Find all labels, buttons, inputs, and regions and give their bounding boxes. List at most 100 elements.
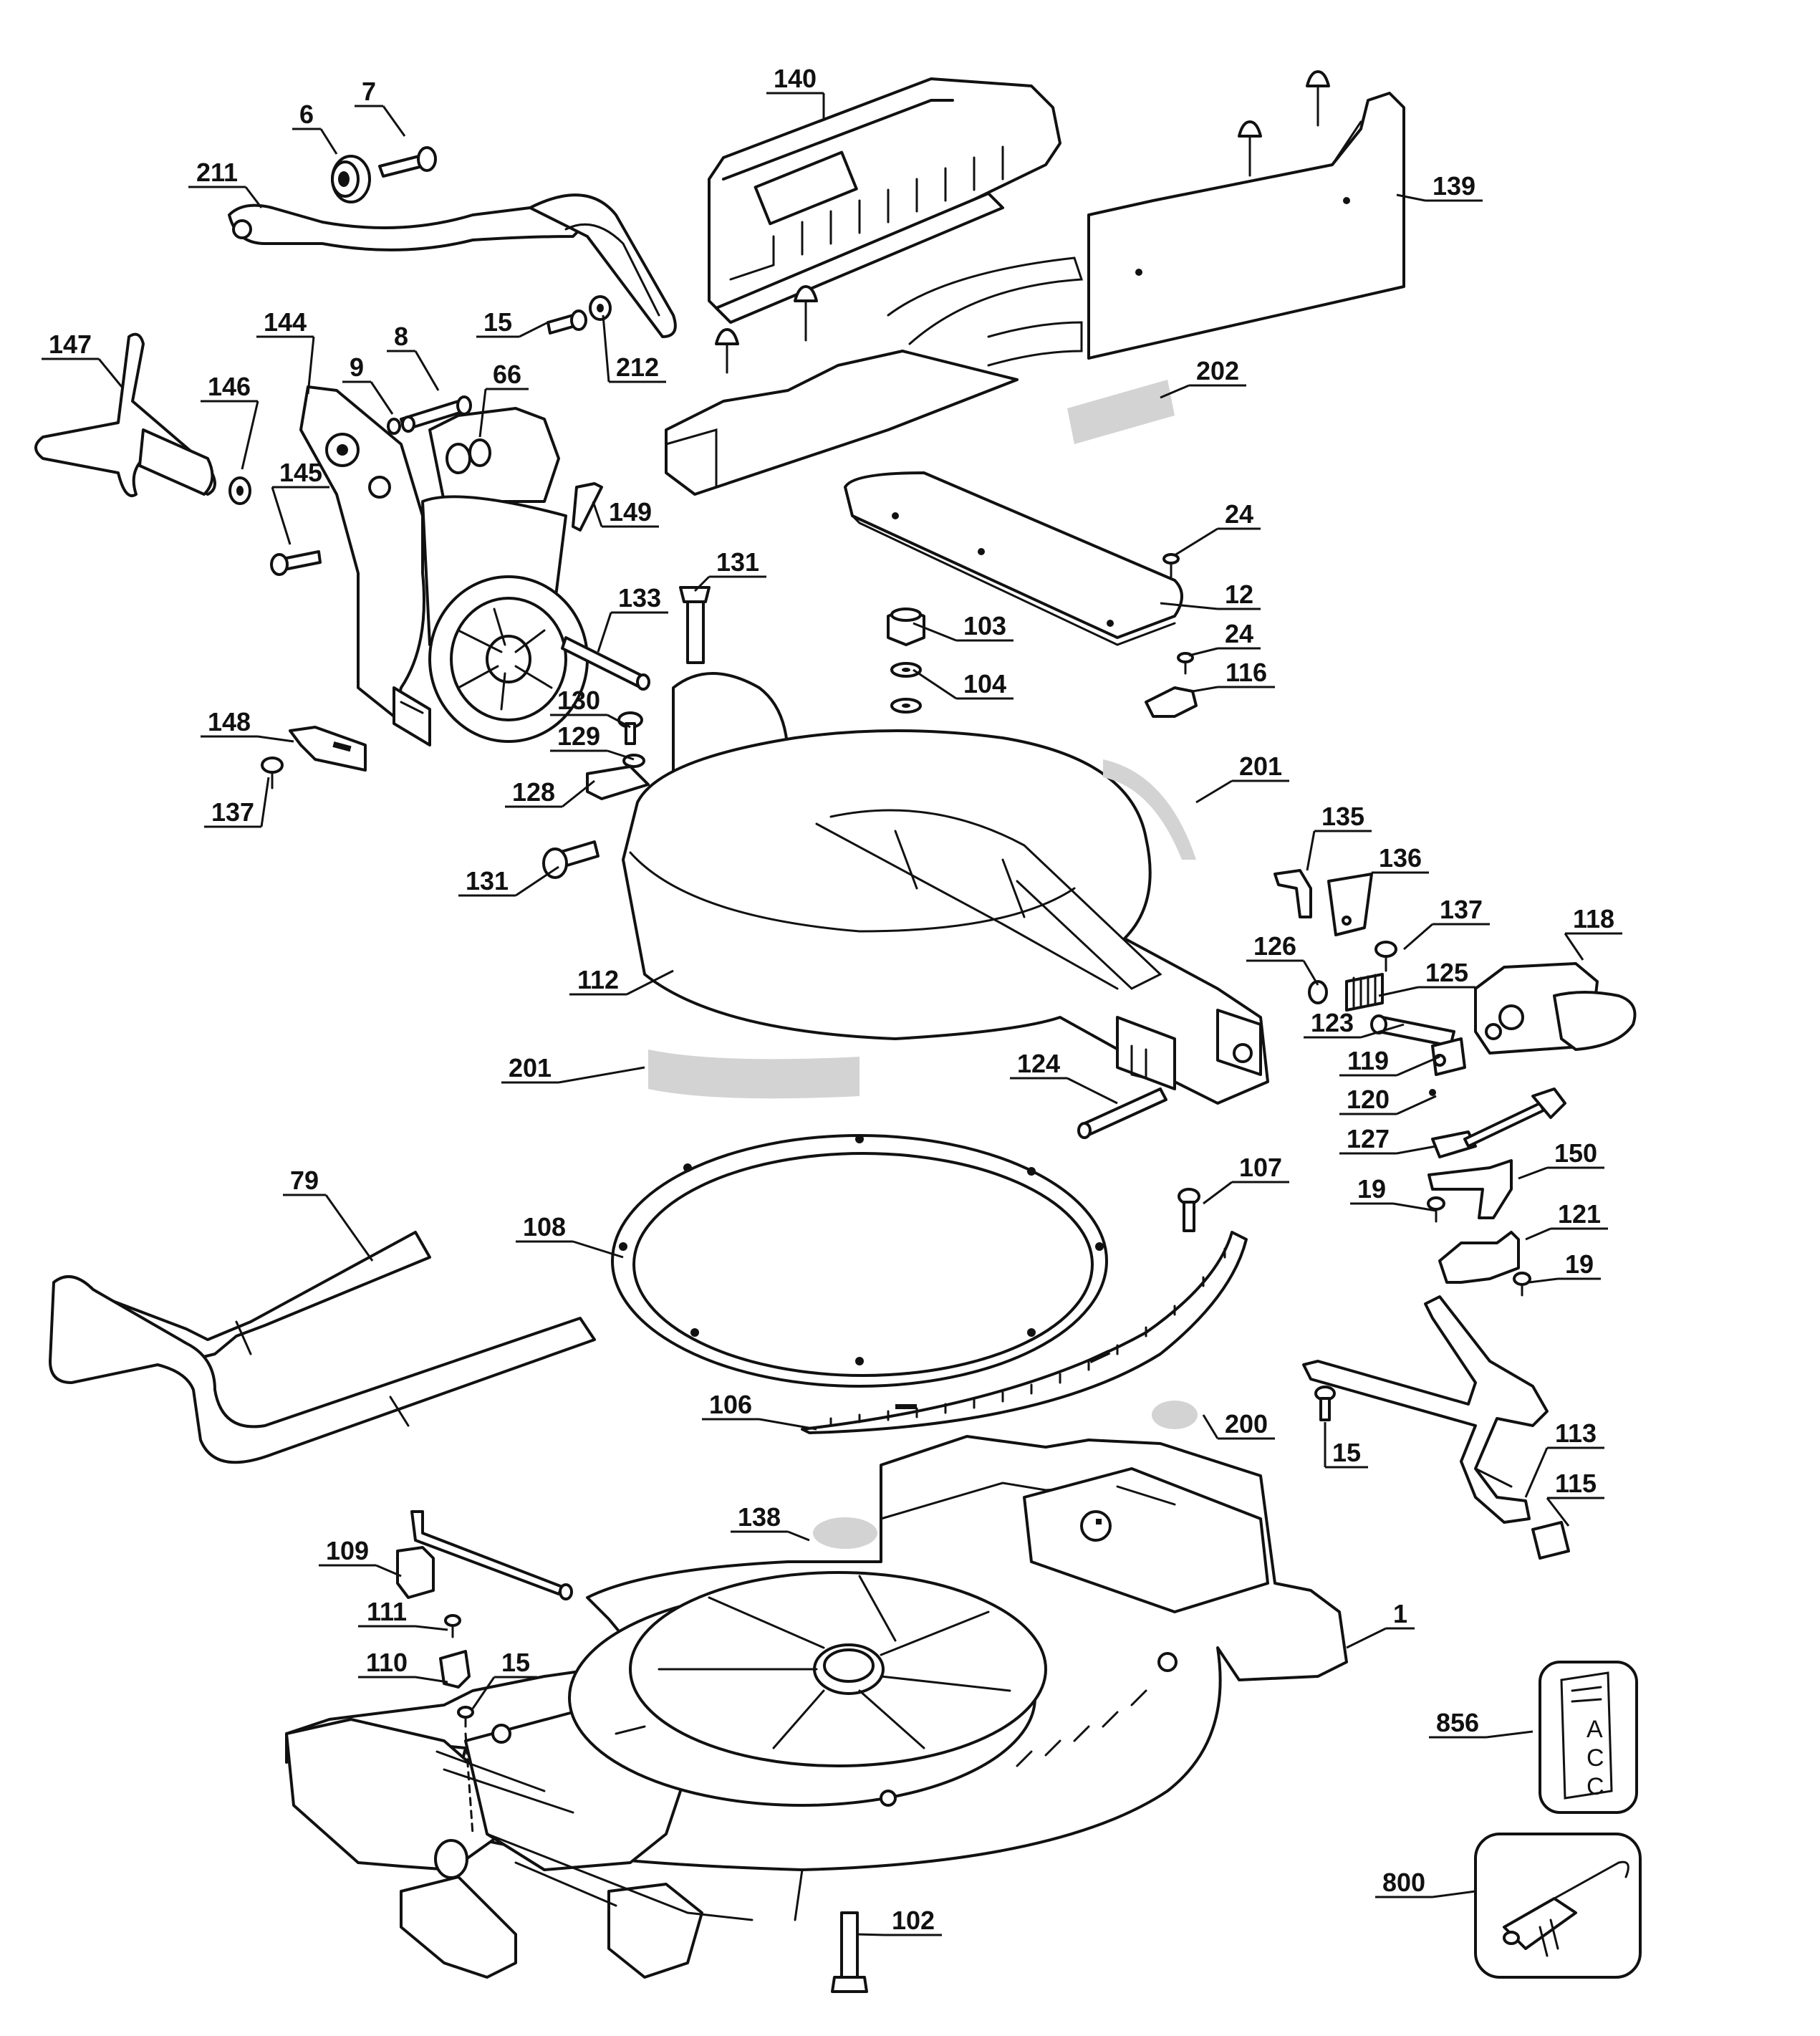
- part-number-label: 133: [618, 583, 661, 613]
- part-number-label: 24: [1225, 619, 1253, 648]
- part-125-spring: [1345, 973, 1384, 1012]
- callout-124-41: 124: [1010, 1049, 1118, 1105]
- part-19-screw-a: [1427, 1196, 1445, 1223]
- part-number-label: 145: [279, 458, 322, 487]
- callout-126-35: 126: [1246, 931, 1319, 986]
- callout-109-57: 109: [319, 1536, 402, 1578]
- part-number-label: 200: [1225, 1409, 1268, 1439]
- callout-115-55: 115: [1546, 1469, 1604, 1527]
- leader-line: [1396, 1095, 1437, 1115]
- part-number-label: 150: [1554, 1138, 1597, 1168]
- callout-121-49: 121: [1525, 1199, 1608, 1241]
- part-109-lock-rod: [396, 1510, 573, 1600]
- part-66-stop: [446, 438, 491, 474]
- callout-15-5: 15: [476, 307, 549, 338]
- leader-line: [597, 612, 612, 653]
- leader-line: [693, 575, 711, 592]
- callout-1-59: 1: [1346, 1599, 1415, 1649]
- leader-line: [1195, 779, 1233, 804]
- part-number-label: 103: [963, 611, 1006, 640]
- part-number-label: 104: [963, 669, 1006, 698]
- part-number-label: 15: [483, 307, 512, 337]
- leader-line: [1174, 527, 1218, 557]
- part-number-label: 128: [512, 777, 555, 807]
- leader-line: [607, 714, 631, 729]
- part-number-label: 124: [1017, 1049, 1060, 1078]
- part-144-pivot-arm: [299, 385, 589, 746]
- part-number-label: 201: [1239, 752, 1282, 781]
- part-number-label: 125: [1425, 958, 1468, 987]
- callout-119-39: 119: [1339, 1046, 1440, 1077]
- part-19-screw-b: [1513, 1272, 1531, 1297]
- part-number-label: 19: [1565, 1249, 1594, 1279]
- part-fence-base: [665, 256, 1084, 496]
- callout-136-32: 136: [1367, 843, 1429, 903]
- callout-145-14: 145: [271, 458, 329, 545]
- part-15-screw-lower: [457, 1706, 474, 1835]
- leader-line: [260, 777, 270, 827]
- part-24-screw-b: [1177, 652, 1194, 675]
- part-number-label: 147: [49, 330, 92, 359]
- leader-line: [471, 1676, 496, 1709]
- leader-line: [1160, 602, 1218, 610]
- part-139-fence-right: [1087, 70, 1405, 360]
- part-127-lever: [1431, 1087, 1566, 1158]
- part-number-label: 137: [211, 797, 254, 827]
- part-number-label: 148: [208, 707, 251, 736]
- callout-66-11: 66: [478, 360, 529, 438]
- part-number-label: 113: [1555, 1418, 1597, 1448]
- part-137-screw-left: [261, 757, 284, 789]
- part-number-label: 146: [208, 372, 251, 401]
- leader-line: [562, 779, 595, 808]
- part-135-clip: [1273, 869, 1312, 918]
- leader-line: [415, 1625, 448, 1631]
- leader-line: [97, 358, 123, 388]
- leader-line: [271, 486, 292, 545]
- leader-line: [1432, 1890, 1476, 1898]
- leader-line: [257, 735, 294, 743]
- callout-15-61: 15: [471, 1648, 537, 1709]
- part-15-screw-top: [547, 309, 587, 335]
- callout-123-38: 123: [1304, 1008, 1405, 1039]
- part-150-bracket: [1427, 1159, 1513, 1219]
- part-6-bearing: [331, 155, 371, 203]
- part-number-label: 106: [709, 1390, 752, 1419]
- callout-131-17: 131: [693, 547, 766, 592]
- leader-line: [1524, 1447, 1549, 1498]
- callout-103-20: 103: [913, 611, 1013, 642]
- part-126-washer: [1308, 980, 1328, 1004]
- leader-line: [307, 336, 315, 395]
- part-number-label: 856: [1436, 1708, 1479, 1737]
- leader-line: [1396, 1145, 1437, 1155]
- leader-line: [1525, 1227, 1551, 1241]
- leader-line: [759, 1418, 817, 1431]
- callout-19-50: 19: [1528, 1249, 1601, 1284]
- leader-line: [1188, 647, 1218, 657]
- leader-line: [1378, 986, 1419, 997]
- part-number-label: 24: [1225, 499, 1253, 529]
- part-138-decal: [813, 1517, 877, 1549]
- part-7-bolt: [378, 146, 437, 178]
- callout-116-22: 116: [1192, 658, 1275, 693]
- leader-line: [787, 1530, 810, 1542]
- part-133-shaft: [561, 636, 650, 691]
- part-number-label: 800: [1382, 1868, 1425, 1897]
- part-number-label: 15: [501, 1648, 530, 1677]
- leader-line: [1346, 1627, 1387, 1649]
- leader-line: [1203, 1181, 1233, 1205]
- part-number-label: 111: [367, 1597, 407, 1626]
- leader-line: [375, 1564, 402, 1578]
- part-number-label: 139: [1433, 171, 1475, 201]
- part-number-label: 7: [362, 77, 376, 106]
- callout-146-12: 146: [201, 372, 259, 470]
- leader-line: [1528, 1277, 1559, 1284]
- part-113-lock-lever: [1302, 1295, 1549, 1524]
- part-121-bracket: [1438, 1231, 1520, 1284]
- part-number-label: 126: [1253, 931, 1296, 961]
- part-number-label: 149: [609, 497, 652, 527]
- leader-line: [572, 1240, 624, 1259]
- callout-150-44: 150: [1518, 1138, 1604, 1180]
- part-116-clip: [1145, 686, 1198, 718]
- callout-7-0: 7: [355, 77, 406, 137]
